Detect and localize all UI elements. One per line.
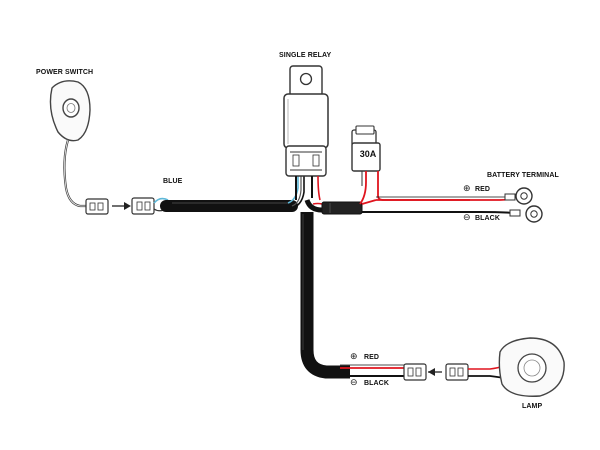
fuse-rating-label: 30A — [359, 149, 377, 159]
battery-plus-icon: ⊕ — [463, 184, 471, 194]
power-switch — [49, 80, 91, 142]
heat-shrink-sleeve — [321, 201, 363, 215]
power-switch-label: POWER SWITCH — [36, 69, 94, 76]
single-relay-label: SINGLE RELAY — [279, 52, 332, 59]
battery-red-label: RED — [475, 186, 491, 193]
lamp-harness — [300, 212, 350, 379]
fuse-wire-red — [359, 171, 367, 205]
fuse-holder — [351, 125, 381, 172]
battery-terminal-label: BATTERY TERMINAL — [487, 172, 559, 179]
lamp-red-label: RED — [364, 354, 380, 361]
lamp-plus-icon: ⊕ — [350, 352, 358, 362]
lamp-connector — [445, 363, 469, 381]
blue-wire-label: BLUE — [163, 178, 183, 185]
relay — [283, 65, 329, 177]
lamp-label: LAMP — [522, 403, 543, 410]
battery-minus-icon: ⊖ — [463, 213, 471, 223]
switch-connector — [85, 198, 109, 215]
switch-cable — [63, 139, 86, 208]
harness-connector — [131, 197, 155, 215]
battery-ring-terminal-black — [509, 205, 543, 223]
lamp-minus-icon: ⊖ — [350, 378, 358, 388]
battery-black-wire — [362, 211, 517, 214]
lamp-black-label: BLACK — [364, 380, 389, 387]
lamp-harness-connector — [403, 363, 427, 381]
battery-ring-terminal-red — [504, 187, 533, 205]
battery-black-label: BLACK — [475, 215, 500, 222]
battery-red-wire — [361, 196, 517, 205]
blue-wire — [153, 197, 169, 204]
lamp — [498, 337, 565, 397]
